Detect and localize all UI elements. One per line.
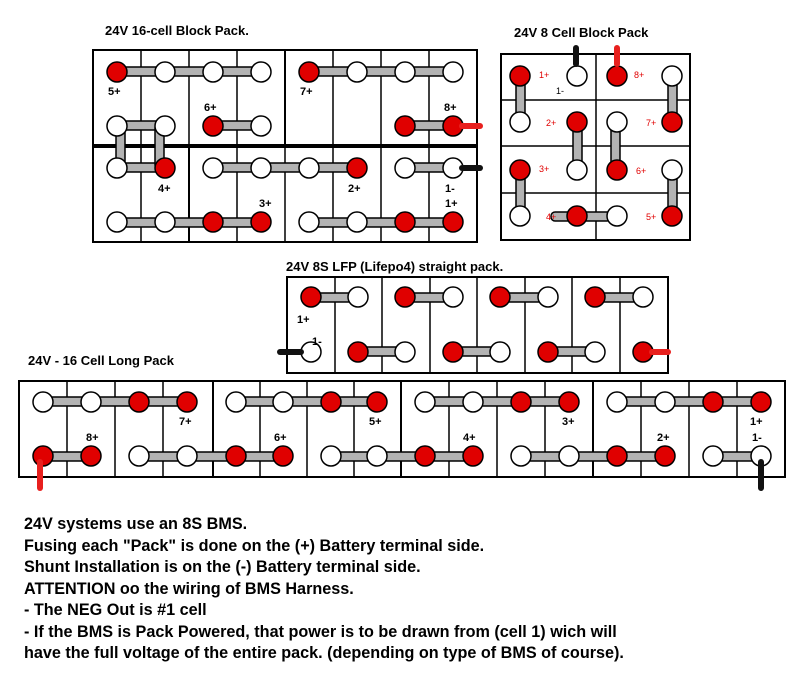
title-block8: 24V 8 Cell Block Pack: [514, 25, 649, 40]
long16-terminals: [32, 391, 772, 467]
straight8s-cell-dividers: [334, 277, 621, 373]
block16-bus-bars: [115, 66, 453, 228]
block8-label-2p: 2+: [546, 118, 556, 128]
block16-pack: 5+ 6+ 7+ 8+ 4+ 3+ 2+ 1- 1+: [92, 49, 483, 243]
block8-label-3p: 3+: [539, 164, 549, 174]
straight8s-label-1p: 1+: [297, 314, 310, 326]
note-line-1: 24V systems use an 8S BMS.: [24, 515, 248, 533]
title-straight8s: 24V 8S LFP (Lifepo4) straight pack.: [286, 259, 504, 274]
long16-label-2p: 2+: [657, 432, 670, 444]
long16-label-8p: 8+: [86, 432, 99, 444]
block8-label-5p: 5+: [646, 212, 656, 222]
straight8s-pack: 1+ 1-: [277, 276, 671, 374]
block16-label-8p: 8+: [444, 102, 457, 114]
long16-label-1n: 1-: [752, 432, 762, 444]
block16-label-7p: 7+: [300, 86, 313, 98]
block16-label-3p: 3+: [259, 198, 272, 210]
block16-label-2p: 2+: [348, 183, 361, 195]
long16-label-5p: 5+: [369, 416, 382, 428]
block8-pack: 1+ 1- 8+ 2+ 7+ 3+ 6+ 4+ 5+: [500, 45, 691, 241]
note-line-3: Shunt Installation is on the (-) Battery…: [24, 558, 421, 576]
block16-label-5p: 5+: [108, 86, 121, 98]
block16-label-6p: 6+: [204, 102, 217, 114]
long16-label-6p: 6+: [274, 432, 287, 444]
note-line-7: have the full voltage of the entire pack…: [24, 644, 624, 662]
block8-label-4p: 4+: [546, 212, 556, 222]
long16-label-4p: 4+: [463, 432, 476, 444]
block8-label-7p: 7+: [646, 118, 656, 128]
notes: 24V systems use an 8S BMS. Fusing each "…: [24, 514, 794, 665]
note-line-4: ATTENTION oo the wiring of BMS Harness.: [24, 579, 354, 598]
long16-pack: 8+ 7+ 6+ 5+ 4+ 3+ 2+ 1+ 1-: [18, 380, 786, 491]
long16-label-3p: 3+: [562, 416, 575, 428]
block16-label-1p: 1+: [445, 198, 458, 210]
block8-cell-dividers: [501, 54, 690, 240]
long16-label-7p: 7+: [179, 416, 192, 428]
note-line-5: - The NEG Out is #1 cell: [24, 601, 207, 619]
title-long16: 24V - 16 Cell Long Pack: [28, 353, 174, 368]
block8-label-6p: 6+: [636, 166, 646, 176]
block16-label-4p: 4+: [158, 183, 171, 195]
block8-label-1p: 1+: [539, 70, 549, 80]
straight8s-terminals: [300, 286, 654, 363]
block8-label-1n: 1-: [556, 86, 564, 96]
straight8s-label-1n: 1-: [312, 336, 322, 348]
block8-terminals: [509, 65, 683, 227]
note-line-6: - If the BMS is Pack Powered, that power…: [24, 622, 617, 641]
block8-label-8p: 8+: [634, 70, 644, 80]
block16-label-1n: 1-: [445, 183, 455, 195]
title-block16: 24V 16-cell Block Pack.: [105, 23, 249, 38]
block16-terminals: [106, 61, 464, 233]
note-line-2: Fusing each "Pack" is done on the (+) Ba…: [24, 536, 485, 555]
long16-label-1p: 1+: [750, 416, 763, 428]
